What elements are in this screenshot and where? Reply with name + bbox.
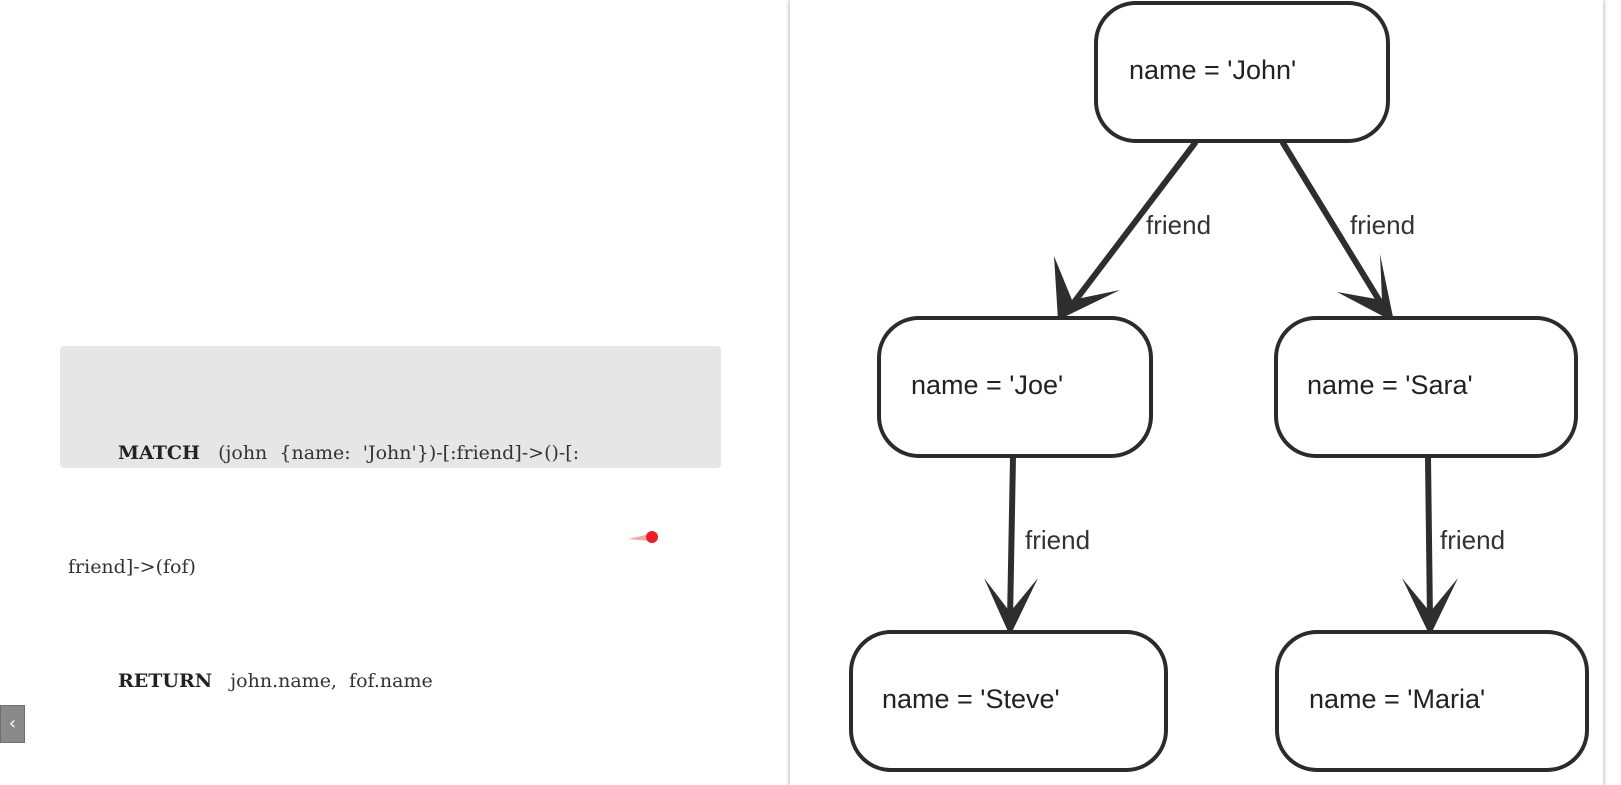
edge-label: friend (1350, 210, 1415, 240)
edge-john-joe: friend (1054, 140, 1211, 320)
node-label: name = 'John' (1129, 55, 1296, 85)
code-keyword-match: MATCH (118, 442, 200, 464)
node-label: name = 'Maria' (1309, 684, 1485, 714)
edge-label: friend (1146, 210, 1211, 240)
graph-svg: friend friend friend friend name = 'John… (849, 1, 1589, 772)
code-line-3: RETURN john.name, fof.name (68, 662, 713, 700)
edge-john-sara: friend (1280, 140, 1415, 322)
chevron-left-icon: ‹ (8, 713, 17, 734)
code-line-2: friend]->(fof) (68, 548, 713, 586)
friend-graph-diagram: friend friend friend friend name = 'John… (790, 0, 1603, 785)
node-label: name = 'Steve' (882, 684, 1060, 714)
code-line-1-text: (john {name: 'John'})-[:friend]->()-[: (218, 442, 580, 464)
node-label: name = 'Sara' (1307, 370, 1473, 400)
cursor-dot-icon (628, 531, 658, 543)
node-label: name = 'Joe' (911, 370, 1063, 400)
node-joe: name = 'Joe' (877, 316, 1153, 458)
edge-sara-maria: friend (1402, 454, 1505, 636)
node-maria: name = 'Maria' (1275, 630, 1589, 772)
code-line-3-text: john.name, fof.name (230, 670, 433, 692)
cypher-code-block: MATCH (john {name: 'John'})-[:friend]->(… (60, 346, 721, 692)
node-steve: name = 'Steve' (849, 630, 1168, 772)
node-john: name = 'John' (1094, 1, 1390, 143)
code-keyword-return: RETURN (118, 670, 213, 692)
edge-joe-steve: friend (984, 454, 1090, 636)
node-sara: name = 'Sara' (1274, 316, 1578, 458)
edge-label: friend (1025, 525, 1090, 555)
prev-arrow-button[interactable]: ‹ (0, 705, 25, 743)
code-line-2-text: friend]->(fof) (68, 556, 196, 578)
code-line-1: MATCH (john {name: 'John'})-[:friend]->(… (68, 434, 713, 472)
edge-label: friend (1440, 525, 1505, 555)
